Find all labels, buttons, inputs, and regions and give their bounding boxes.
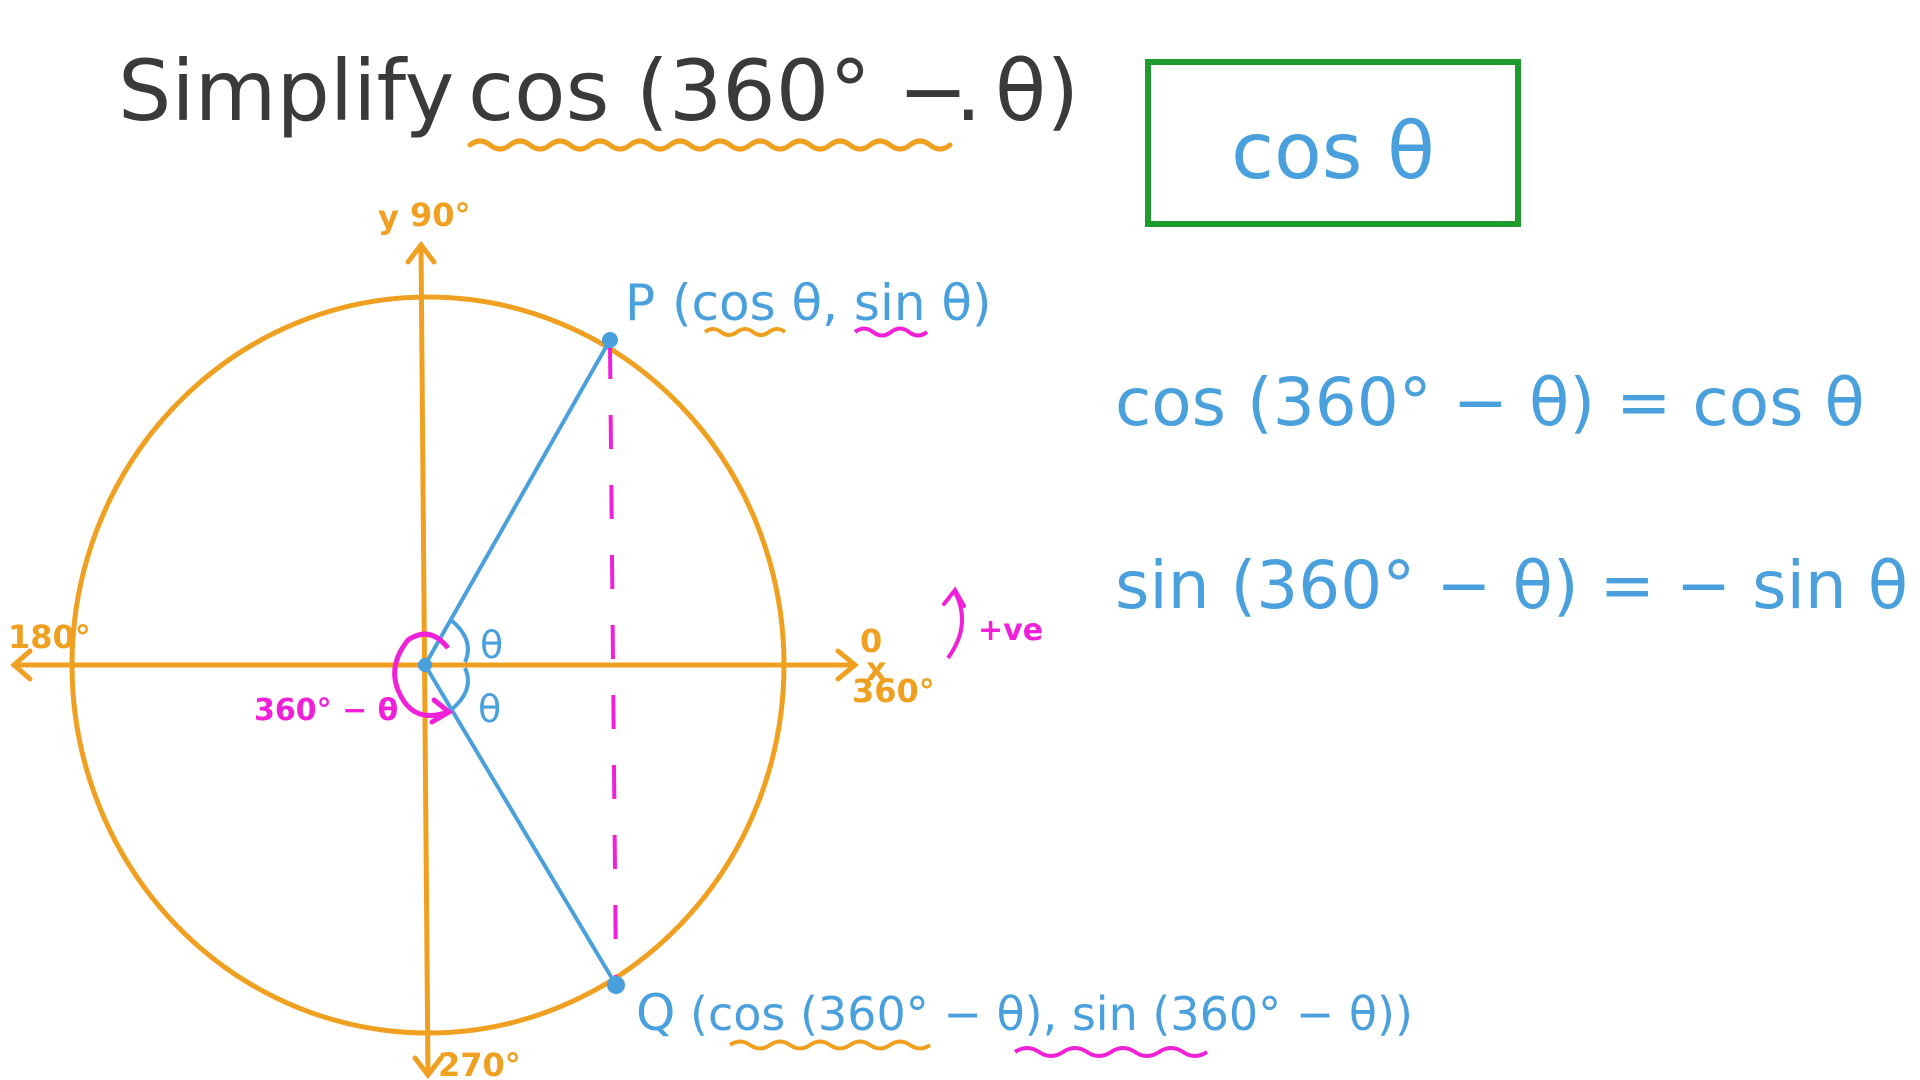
origin-point: [418, 658, 432, 672]
x-axis-arrow-right: [835, 648, 859, 682]
question-period: .: [955, 42, 982, 140]
radius-oq: [423, 663, 618, 987]
x-axis-arrow-left: [10, 648, 33, 682]
p-cos-underline: [703, 327, 787, 337]
reflex-arc-arrow: [429, 697, 454, 725]
unit-circle-diagram: y 90° 0 x 360° 180° 270° θ θ 360° − θ +v…: [8, 196, 1413, 1080]
dashed-pq: [608, 344, 618, 979]
q-sin-underline: [1013, 1046, 1209, 1058]
question-expression: cos (360° − θ): [468, 42, 1079, 140]
question-title: Simplify cos (360° − θ) .: [118, 42, 1079, 152]
point-p-coords: (cos θ, sin θ): [672, 274, 992, 332]
question-prefix: Simplify: [118, 42, 454, 140]
radius-op: [423, 339, 612, 666]
theta-upper-label: θ: [480, 623, 503, 667]
point-q-label: Q: [636, 984, 675, 1042]
point-p-label: P: [625, 274, 655, 332]
answer-box: cos θ: [1145, 59, 1521, 227]
theta-arc-lower: [449, 667, 470, 712]
angle-270-label: 270°: [438, 1046, 521, 1080]
y-axis-letter: y: [378, 198, 399, 236]
q-cos-underline: [728, 1039, 932, 1051]
direction-arrowhead: [942, 586, 966, 608]
y-axis-angle: 90°: [410, 196, 471, 234]
theta-lower-label: θ: [478, 687, 501, 731]
point-q-coords: (cos (360° − θ), sin (360° − θ)): [690, 987, 1413, 1041]
reflex-arc: [392, 631, 450, 718]
x-axis-angle: 360°: [852, 672, 935, 710]
reflex-angle-label: 360° − θ: [254, 693, 398, 728]
direction-label: +ve: [978, 613, 1043, 648]
identity-cos: cos (360° − θ) = cos θ: [1115, 364, 1865, 441]
angle-180-label: 180°: [8, 618, 91, 656]
expression-underline: [467, 138, 953, 152]
identities: cos (360° − θ) = cos θ sin (360° − θ) = …: [1115, 364, 1908, 624]
theta-arc-upper: [449, 618, 470, 663]
p-sin-underline: [853, 326, 929, 338]
point-p: [602, 332, 618, 348]
x-axis-letter: x: [866, 650, 887, 688]
x-axis-zero: 0: [860, 622, 882, 660]
answer-text: cos θ: [1231, 107, 1435, 197]
y-axis-arrow-bottom: [412, 1055, 444, 1080]
point-q: [607, 976, 625, 994]
identity-sin: sin (360° − θ) = − sin θ: [1115, 547, 1908, 624]
answer-box-frame: [1145, 59, 1521, 227]
y-axis-arrow-top: [405, 240, 437, 265]
